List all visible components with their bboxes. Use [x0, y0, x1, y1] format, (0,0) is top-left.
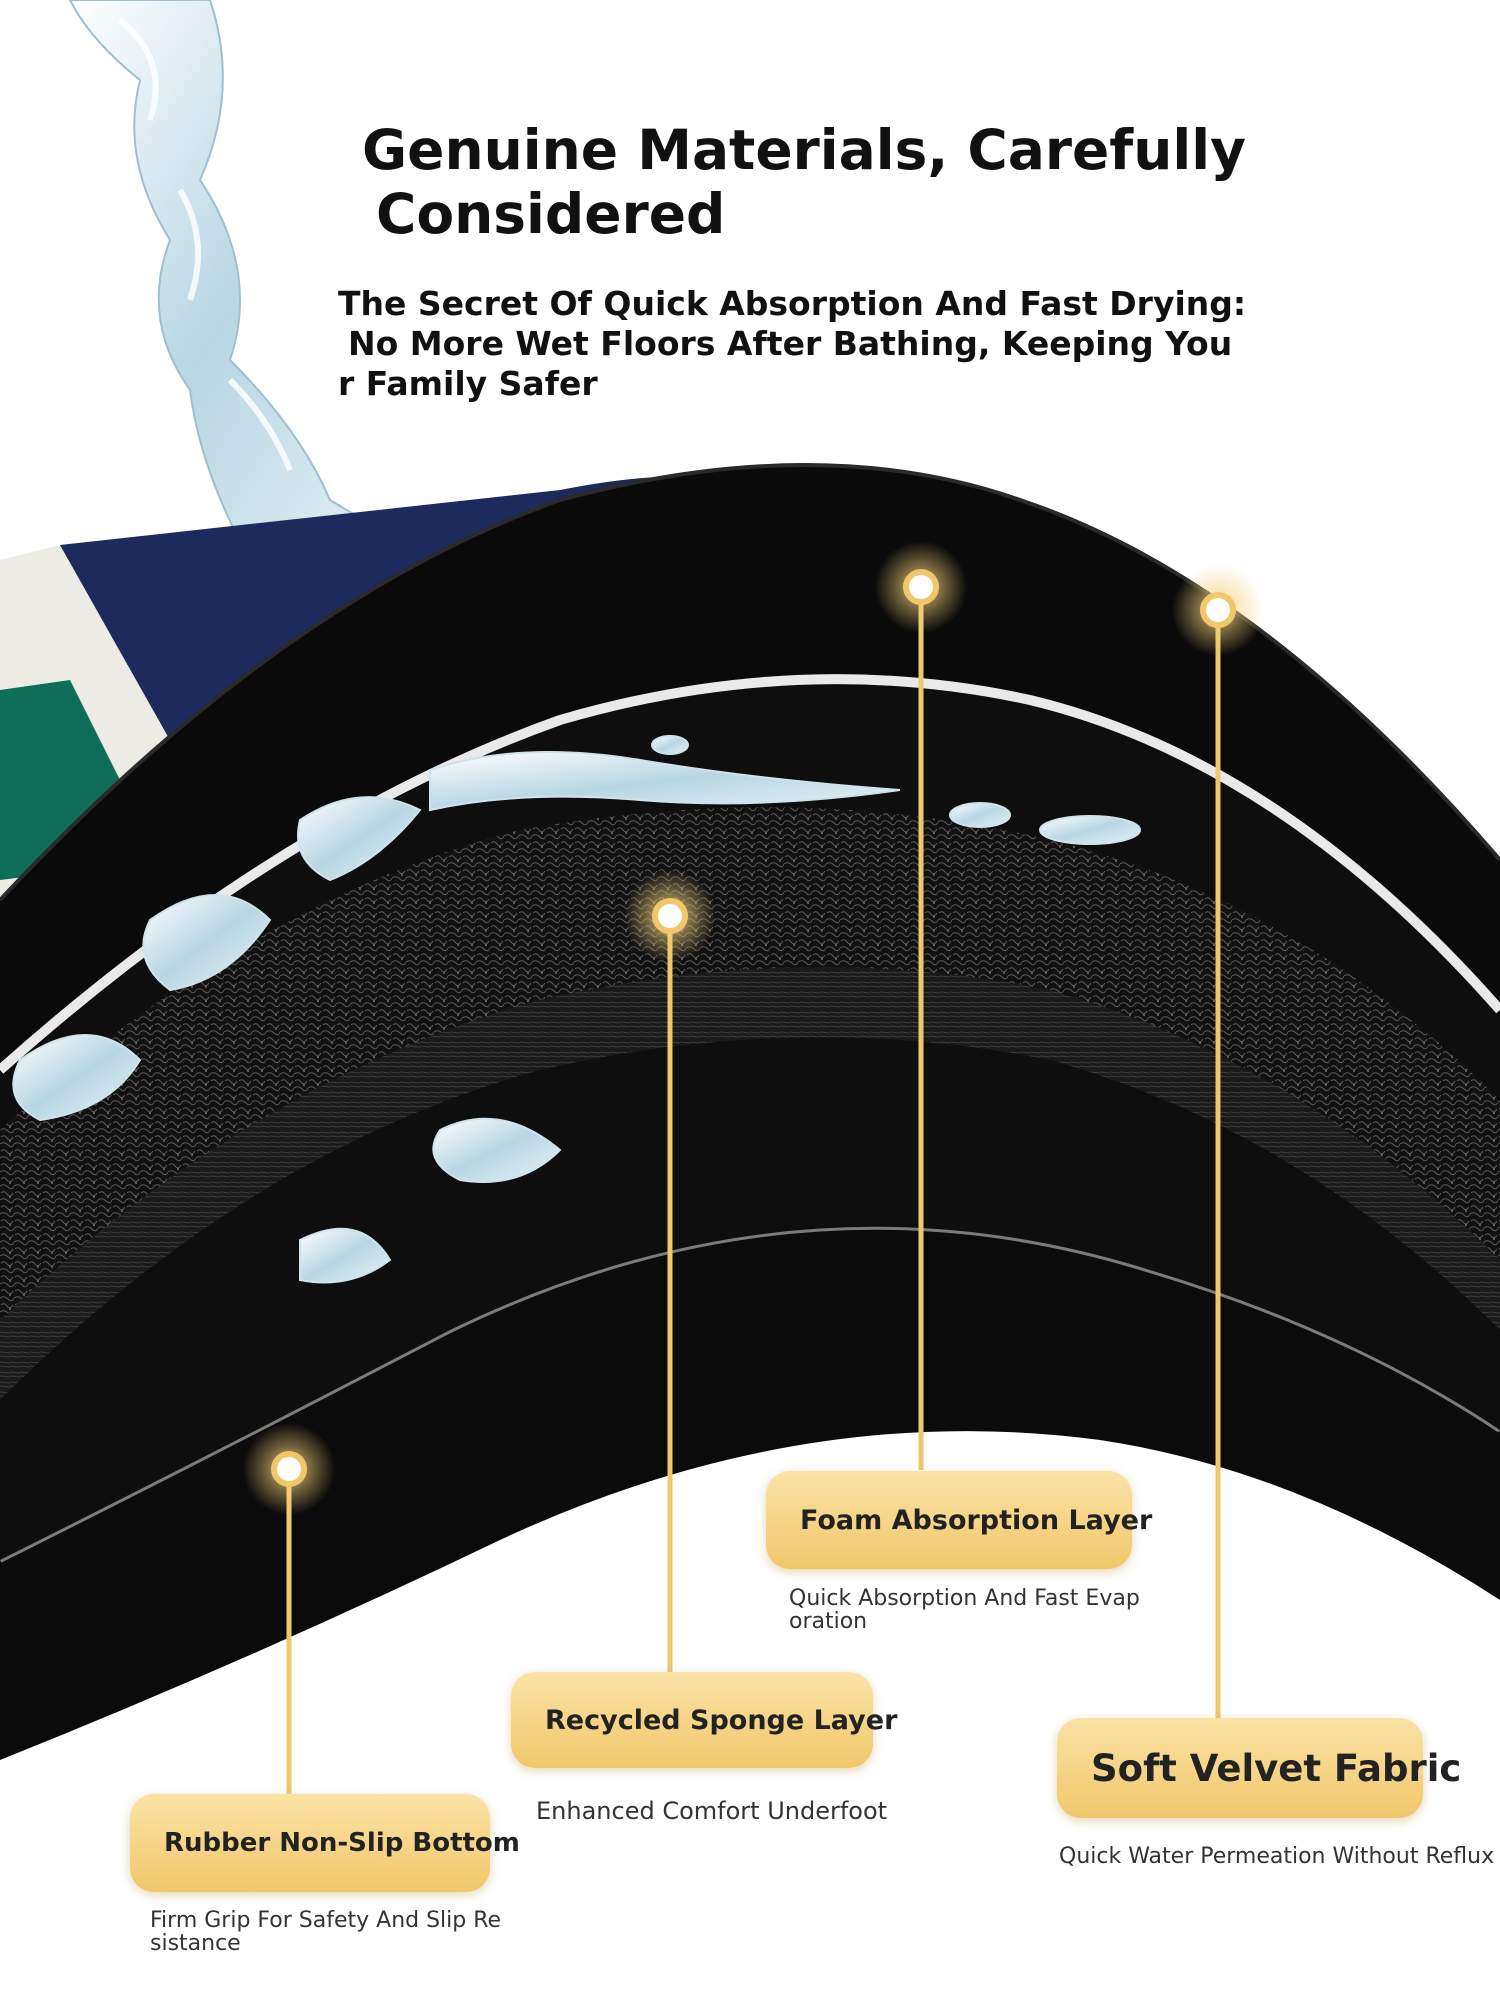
marker-rubber: [243, 1423, 335, 1515]
rubber-layer-description-line-2: sistance: [150, 1931, 241, 1956]
sponge-layer-description-line-1: Enhanced Comfort Underfoot: [536, 1797, 888, 1825]
velvet-layer-description-line-1: Quick Water Permeation Without Reflux: [1059, 1844, 1495, 1869]
water-stream: [68, 0, 434, 561]
rubber-layer-description-line-1: Firm Grip For Safety And Slip Re: [150, 1908, 502, 1933]
marker-foam: [875, 541, 967, 633]
water-splash: [12, 735, 1141, 1284]
subtitle-line-1: The Secret Of Quick Absorption And Fast …: [338, 284, 1247, 323]
foam-layer-label-text: Foam Absorption Layer: [800, 1504, 1153, 1536]
velvet-top-layer: [0, 465, 1500, 1070]
subtitle-line-3: r Family Safer: [338, 364, 598, 403]
rubber-bottom-layer: [0, 1226, 1500, 1760]
subtitle-line-2: No More Wet Floors After Bathing, Keepin…: [348, 324, 1233, 363]
velvet-layer-description: Quick Water Permeation Without Reflux: [1059, 1845, 1494, 1868]
sponge-layer-description: Enhanced Comfort Underfoot: [536, 1797, 888, 1825]
page-title: Genuine Materials, Carefully Considered: [362, 118, 1262, 246]
title-line-1: Genuine Materials, Carefully: [362, 118, 1246, 182]
rubber-layer-label: Rubber Non-Slip Bottom: [130, 1794, 520, 1892]
marker-sponge: [624, 870, 716, 962]
velvet-layer-label: Soft Velvet Fabric: [1057, 1718, 1461, 1818]
marker-velvet: [1172, 564, 1264, 656]
foam-layer-description-line-2: oration: [789, 1609, 868, 1634]
leader-lines: [286, 587, 1221, 1795]
velvet-layer-label-text: Soft Velvet Fabric: [1091, 1746, 1462, 1790]
sponge-layer-label-text: Recycled Sponge Layer: [545, 1704, 898, 1736]
title-line-2: Considered: [376, 182, 726, 246]
sponge-layer-label: Recycled Sponge Layer: [511, 1672, 897, 1768]
foam-layer-description-line-1: Quick Absorption And Fast Evap: [789, 1586, 1140, 1611]
rubber-layer-description: Firm Grip For Safety And Slip Re sistanc…: [150, 1909, 501, 1955]
rubber-layer-label-text: Rubber Non-Slip Bottom: [164, 1828, 520, 1858]
foam-layer-description: Quick Absorption And Fast Evap oration: [789, 1587, 1140, 1633]
sponge-layer: [0, 807, 1500, 1320]
foam-layer-label: Foam Absorption Layer: [766, 1471, 1152, 1569]
page-subtitle: The Secret Of Quick Absorption And Fast …: [338, 284, 1258, 404]
